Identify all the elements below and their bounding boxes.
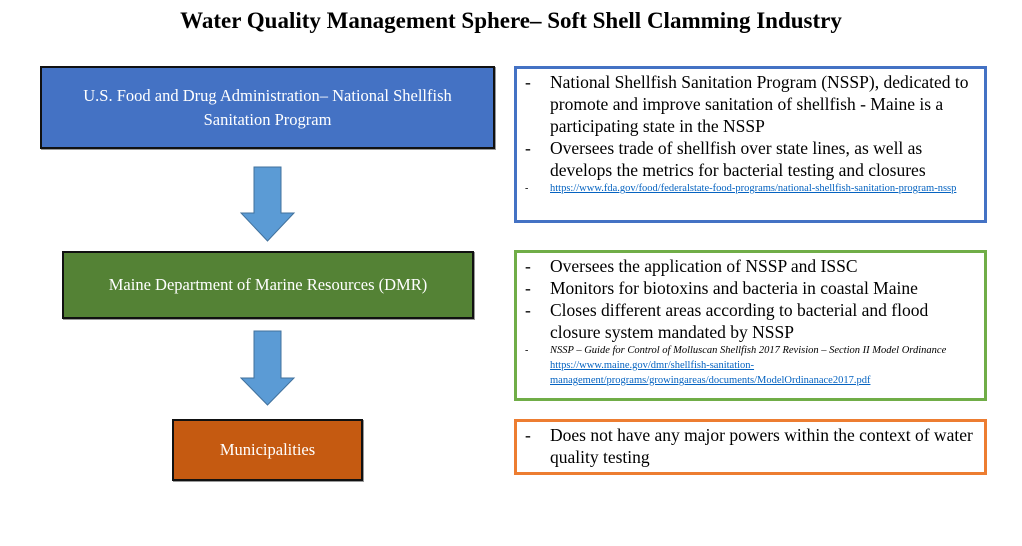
down-arrow-icon	[240, 330, 296, 406]
bullet-text: National Shellfish Sanitation Program (N…	[550, 72, 969, 136]
bullet-marker: -	[525, 138, 531, 158]
fda-info-box: - National Shellfish Sanitation Program …	[514, 66, 987, 223]
diagram-title: Water Quality Management Sphere– Soft Sh…	[180, 8, 842, 33]
info-bullet: - National Shellfish Sanitation Program …	[525, 71, 974, 137]
bullet-text: Oversees the application of NSSP and ISS…	[550, 256, 858, 276]
bullet-text: Does not have any major powers within th…	[550, 425, 973, 467]
bullet-text: Monitors for biotoxins and bacteria in c…	[550, 278, 918, 298]
dmr-source-link[interactable]: https://www.maine.gov/dmr/shellfish-sani…	[550, 360, 871, 386]
municipalities-box: Municipalities	[172, 419, 363, 481]
source-bullet: - https://www.fda.gov/food/federalstate-…	[525, 181, 974, 196]
info-bullet: - Oversees the application of NSSP and I…	[525, 255, 974, 277]
bullet-text: Closes different areas according to bact…	[550, 300, 929, 342]
bullet-marker: -	[525, 345, 529, 356]
bullet-marker: -	[525, 300, 531, 320]
municipalities-info-box: - Does not have any major powers within …	[514, 419, 987, 475]
bullet-marker: -	[525, 425, 531, 445]
fda-nssp-label: U.S. Food and Drug Administration– Natio…	[83, 85, 452, 129]
dmr-info-box: - Oversees the application of NSSP and I…	[514, 250, 987, 401]
info-bullet: - Monitors for biotoxins and bacteria in…	[525, 277, 974, 299]
maine-dmr-label: Maine Department of Marine Resources (DM…	[108, 275, 428, 294]
down-arrow-icon	[240, 166, 296, 242]
bullet-text: Oversees trade of shellfish over state l…	[550, 138, 926, 180]
bullet-marker: -	[525, 183, 529, 194]
bullet-marker: -	[525, 256, 531, 276]
fda-nssp-box: U.S. Food and Drug Administration– Natio…	[40, 66, 495, 149]
bullet-marker: -	[525, 72, 531, 92]
info-bullet: - Closes different areas according to ba…	[525, 299, 974, 343]
fda-source-link[interactable]: https://www.fda.gov/food/federalstate-fo…	[550, 183, 957, 194]
dmr-source-citation: NSSP – Guide for Control of Molluscan Sh…	[550, 345, 947, 356]
info-bullet: - Oversees trade of shellfish over state…	[525, 137, 974, 181]
info-bullet: - Does not have any major powers within …	[525, 424, 974, 468]
source-bullet: - NSSP – Guide for Control of Molluscan …	[525, 343, 974, 388]
bullet-marker: -	[525, 278, 531, 298]
maine-dmr-box: Maine Department of Marine Resources (DM…	[62, 251, 474, 319]
municipalities-label: Municipalities	[219, 440, 316, 459]
